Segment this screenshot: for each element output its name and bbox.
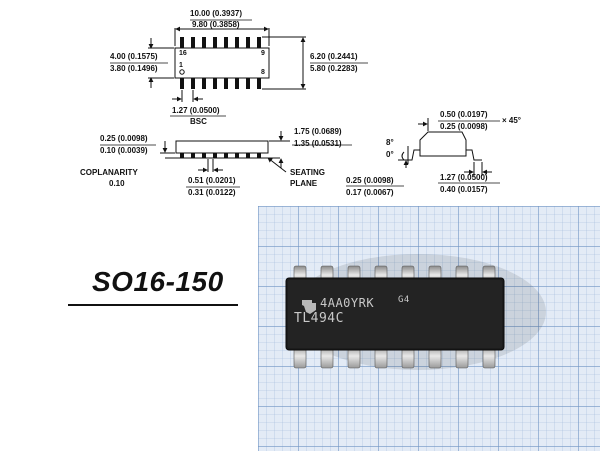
chip-marking-line1: 4AA0YRK (320, 296, 375, 310)
end-view-lead-left (404, 149, 420, 161)
outline-drawing (100, 19, 500, 188)
chip-marking-line2: TL494C (294, 311, 344, 326)
chamfer-min-label: 0.25 (0.0098) (440, 122, 488, 131)
seating-plane-label-2: PLANE (290, 179, 318, 188)
side-view-body (175, 140, 269, 154)
chip-photo: 4AA0YRK G4 TL494C (258, 206, 600, 451)
end-view-lead-right (466, 149, 482, 161)
standoff-min-label: 0.10 (0.0039) (100, 146, 148, 155)
lead-width-max-label: 0.51 (0.0201) (188, 176, 236, 185)
lead-thickness-max-label: 0.25 (0.0098) (346, 176, 394, 185)
pitch-label: 1.27 (0.0500) (172, 106, 220, 115)
standoff-max-label: 0.25 (0.0098) (100, 134, 148, 143)
pin1-dot (179, 69, 185, 75)
body-height-max-label: 4.00 (0.1575) (110, 52, 158, 61)
pin-8-label: 8 (261, 69, 265, 76)
foot-length-max-label: 1.27 (0.0500) (440, 173, 488, 182)
foot-length-min-label: 0.40 (0.0157) (440, 185, 488, 194)
chip-marking-code: G4 (398, 295, 410, 305)
width-max-label: 10.00 (0.3937) (190, 9, 243, 18)
height-min-label: 1.35 (0.0531) (294, 139, 342, 148)
coplanarity-value: 0.10 (109, 179, 125, 188)
lead-thickness-min-label: 0.17 (0.0067) (346, 188, 394, 197)
overall-height-max-label: 6.20 (0.2441) (310, 52, 358, 61)
chamfer-max-label: 0.50 (0.0197) (440, 110, 488, 119)
top-view-lower-leads (180, 78, 261, 89)
chamfer-angle-label: × 45° (502, 116, 521, 125)
pin-9-label: 9 (261, 50, 265, 57)
height-max-label: 1.75 (0.0689) (294, 127, 342, 136)
top-view-upper-leads (180, 37, 261, 48)
angle-max-label: 8° (386, 138, 394, 147)
ti-logo-icon (302, 300, 316, 314)
pin-16-label: 16 (179, 50, 187, 57)
side-view-leads (180, 153, 261, 158)
width-min-label: 9.80 (0.3858) (192, 20, 240, 29)
lead-width-min-label: 0.31 (0.0122) (188, 188, 236, 197)
title-underline (68, 304, 238, 306)
angle-min-label: 0° (386, 150, 394, 159)
coplanarity-label: COPLANARITY (80, 168, 138, 177)
package-title: SO16-150 (92, 266, 224, 297)
body-height-min-label: 3.80 (0.1496) (110, 64, 158, 73)
pitch-note-label: BSC (190, 117, 207, 126)
overall-height-min-label: 5.80 (0.2283) (310, 64, 358, 73)
top-view-body (174, 47, 270, 79)
end-view-body (419, 131, 467, 157)
seating-plane-label-1: SEATING (290, 168, 325, 177)
pin-1-label: 1 (179, 62, 183, 69)
